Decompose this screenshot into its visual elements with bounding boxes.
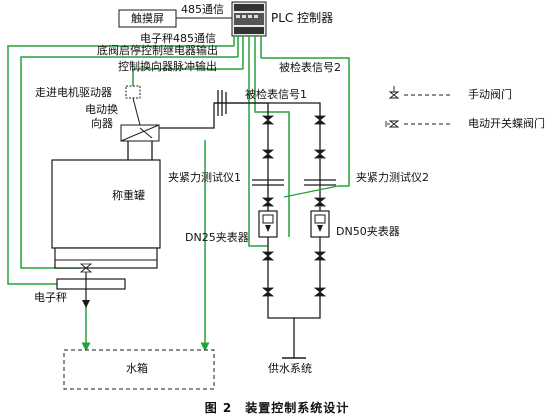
plc-label: PLC 控制器 [271,11,334,25]
valve-stems [267,110,321,150]
dn25-clamp [258,210,278,238]
plc-device [231,1,267,37]
motor-driver-label: 走进电机驱动器 [35,86,112,99]
flow-arrow-icon [82,300,90,308]
valve-icons [79,115,327,297]
water-supply-label: 供水系统 [268,362,312,375]
weighing-tank [51,159,161,300]
water-tank-box [63,349,215,390]
rs485-top-label: 485通信 [181,3,224,16]
meter-signal-1-label: 被检表信号1 [245,88,307,101]
reverser-pulse-label: 控制换向器脉冲输出 [118,60,217,73]
motor-driver-box [125,85,141,99]
legend-electric-label: 电动开关蝶阀门 [468,117,545,130]
dn50-clamp [310,210,330,238]
clamp-tester-1-label: 夹紧力测试仪1 [168,171,241,184]
electric-reverser [120,124,160,142]
signal-wiring [7,36,350,352]
expansion-joint [217,90,227,116]
electric-valve-icon [388,120,400,128]
legend [385,86,450,128]
meter-signal-2-label: 被检表信号2 [279,61,341,74]
legend-manual-label: 手动阀门 [468,88,512,101]
water-tank-label: 水箱 [126,362,148,375]
touchscreen-label: 触摸屏 [131,12,164,25]
reverser-label-2: 向器 [91,117,113,130]
clamp-bars [252,179,336,186]
dn25-label: DN25夹表器 [185,231,249,244]
figure-caption: 图 2 装置控制系统设计 [204,401,350,415]
clamp-tester-2-label: 夹紧力测试仪2 [356,171,429,184]
clamp-signal-2 [283,185,339,198]
scale-485-label: 电子秤485通信 [140,32,216,45]
reverser-label-1: 电动换 [85,103,118,116]
bottom-valve-relay-label: 底阀启停控制继电器输出 [97,44,218,57]
dn50-label: DN50夹表器 [336,225,400,238]
manual-valve-icon [388,91,400,99]
tank-label: 称重罐 [112,189,145,202]
scale-label: 电子秤 [34,291,67,304]
